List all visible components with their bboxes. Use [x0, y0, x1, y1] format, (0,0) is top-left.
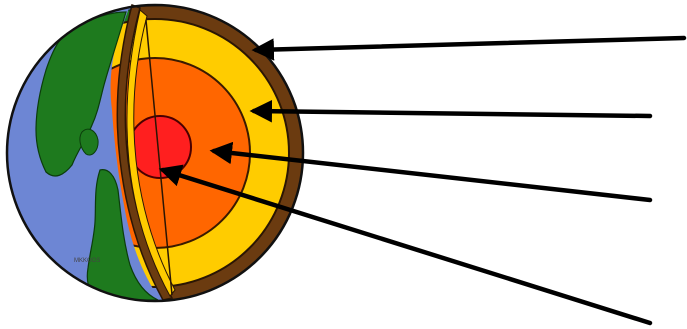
small-mark: MKKOOS [74, 258, 100, 264]
pointer-arrow-mantle [254, 111, 650, 116]
pointer-arrow-crust [256, 38, 684, 50]
